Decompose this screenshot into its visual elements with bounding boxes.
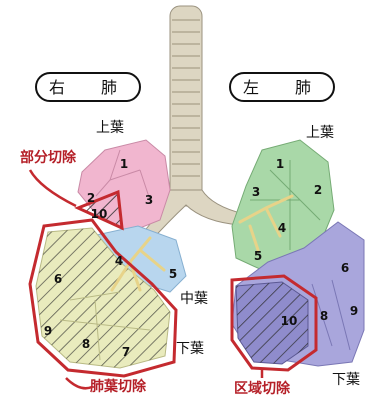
right-upper-lobe-label: 上葉 bbox=[96, 120, 124, 136]
segment-label: 1 bbox=[276, 157, 284, 171]
segment-label: 9 bbox=[350, 304, 358, 318]
segment-label: 8 bbox=[82, 337, 90, 351]
segment-label: 4 bbox=[115, 254, 123, 268]
segment-label: 1 bbox=[120, 157, 128, 171]
segment-label: 2 bbox=[87, 191, 95, 205]
svg-text:左 肺: 左 肺 bbox=[243, 78, 321, 97]
left-lower-lobe-label: 下葉 bbox=[332, 372, 360, 388]
segment-label: 7 bbox=[122, 345, 130, 359]
middle-lobe-label: 中葉 bbox=[180, 291, 208, 307]
segmentectomy-label: 区域切除 bbox=[234, 380, 291, 397]
right-lower-lobe-label: 下葉 bbox=[176, 341, 204, 357]
segment-label: 9 bbox=[44, 324, 52, 338]
segment-label: 8 bbox=[320, 309, 328, 323]
svg-text:右 肺: 右 肺 bbox=[49, 78, 127, 97]
segment-label: 2 bbox=[314, 183, 322, 197]
segment-label: 6 bbox=[54, 272, 62, 286]
lobectomy-label: 肺葉切除 bbox=[90, 378, 147, 395]
segment-label: 4 bbox=[278, 221, 286, 235]
partial-resection-label: 部分切除 bbox=[20, 149, 77, 166]
segment-label: 5 bbox=[169, 267, 177, 281]
segment-label: 3 bbox=[252, 185, 260, 199]
left-upper-lobe-label: 上葉 bbox=[306, 125, 334, 141]
segment-label: 5 bbox=[254, 249, 262, 263]
segment-label: 10 bbox=[91, 207, 108, 221]
left-lung-header: 左 肺 bbox=[230, 73, 334, 101]
segment-label: 3 bbox=[145, 193, 153, 207]
right-lung-header: 右 肺 bbox=[36, 73, 140, 101]
segment-label: 6 bbox=[341, 261, 349, 275]
segment-label: 10 bbox=[281, 314, 298, 328]
